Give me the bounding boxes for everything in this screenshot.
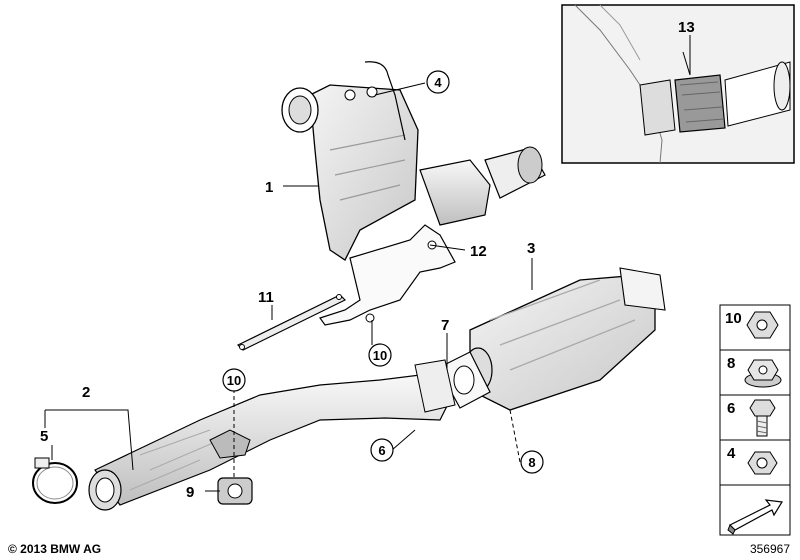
callout-10-b: 10 xyxy=(222,368,246,392)
label-11: 11 xyxy=(258,289,274,306)
bolt-icon xyxy=(749,399,776,437)
label-3: 3 xyxy=(527,240,535,257)
svg-text:6: 6 xyxy=(378,443,385,458)
callout-8: 8 xyxy=(520,450,544,474)
leader-lines xyxy=(44,35,691,492)
document-number: 356967 xyxy=(749,542,790,556)
svg-text:4: 4 xyxy=(434,75,442,90)
label-12: 12 xyxy=(470,243,487,260)
svg-text:8: 8 xyxy=(528,455,535,470)
part-7-gasket xyxy=(437,351,491,409)
part-11-strap xyxy=(236,294,347,351)
label-9: 9 xyxy=(186,484,194,501)
label-5: 5 xyxy=(40,428,48,445)
nut-collar-icon xyxy=(744,359,782,388)
part-1-catalytic-converter xyxy=(281,61,546,261)
part-9-hanger xyxy=(209,429,253,505)
hex-nut-icon xyxy=(747,451,778,475)
legend-label-6: 6 xyxy=(727,400,735,417)
direction-arrow-icon xyxy=(727,499,783,535)
legend-label-4: 4 xyxy=(727,445,736,462)
label-2: 2 xyxy=(82,384,90,401)
part-5-clamp xyxy=(32,457,78,504)
part-2-exhaust-pipe xyxy=(88,359,456,511)
hardware-legend: 10 8 6 4 xyxy=(719,304,791,536)
label-7: 7 xyxy=(441,317,449,334)
legend-label-8: 8 xyxy=(727,355,735,372)
legend-label-10: 10 xyxy=(725,310,742,327)
label-1: 1 xyxy=(265,179,273,196)
label-13: 13 xyxy=(678,19,695,36)
svg-text:10: 10 xyxy=(373,348,387,363)
inset-detail-13 xyxy=(561,4,795,164)
nut-flange-icon xyxy=(746,311,779,339)
copyright-notice: © 2013 BMW AG xyxy=(8,542,102,556)
svg-text:10: 10 xyxy=(227,373,241,388)
callout-10-a: 10 xyxy=(368,343,392,367)
part-3-muffler xyxy=(463,267,666,411)
callout-4: 4 xyxy=(426,70,450,94)
callout-6: 6 xyxy=(370,438,394,462)
